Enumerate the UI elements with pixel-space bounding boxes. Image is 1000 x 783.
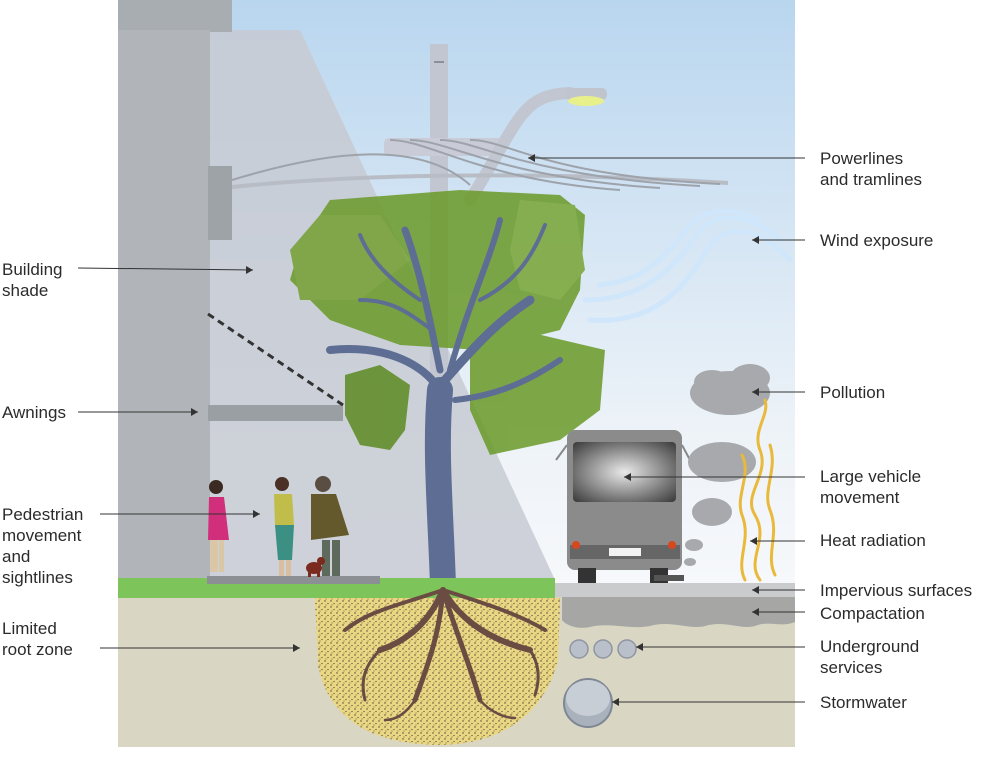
bus	[555, 430, 691, 583]
label-pollution: Pollution	[820, 383, 886, 402]
label-powerlines: Powerlines and tramlines	[820, 149, 923, 189]
stormwater-pipe	[563, 678, 613, 728]
heat-waves	[738, 398, 777, 582]
label-heat-radiation: Heat radiation	[820, 531, 926, 550]
smoke-clouds	[684, 364, 770, 566]
label-building-shade: Building shade	[2, 260, 63, 300]
label-large-vehicle-movement: Large vehicle movement	[820, 467, 922, 507]
pedestrian-woman-green	[274, 477, 294, 576]
dog	[306, 557, 325, 577]
label-wind-exposure: Wind exposure	[820, 231, 934, 250]
label-awnings: Awnings	[2, 403, 66, 422]
root-zone	[315, 598, 560, 745]
wind-streaks	[582, 208, 793, 323]
pedestrian-woman-pink	[208, 480, 229, 572]
label-compactation: Compactation	[820, 604, 925, 623]
powerlines	[231, 139, 729, 191]
tree-roots	[343, 587, 547, 722]
label-impervious-surfaces: Impervious surfaces	[820, 581, 973, 600]
pedestrian-man	[311, 476, 349, 576]
leader-arrowheads	[191, 154, 759, 706]
building	[118, 0, 232, 585]
label-stormwater: Stormwater	[820, 693, 907, 712]
sidewalk	[207, 576, 380, 584]
compacted-soil	[562, 597, 795, 628]
label-limited-root-zone: Limited root zone	[2, 619, 73, 659]
label-underground-services: Underground services	[820, 637, 920, 677]
awning	[207, 312, 344, 421]
underground-service-pipes	[569, 639, 637, 659]
leader-lines	[77, 157, 805, 703]
label-pedestrian-movement: Pedestrian movement and sightlines	[2, 505, 84, 587]
tree-trunk	[326, 217, 563, 598]
road-surface	[555, 583, 795, 597]
